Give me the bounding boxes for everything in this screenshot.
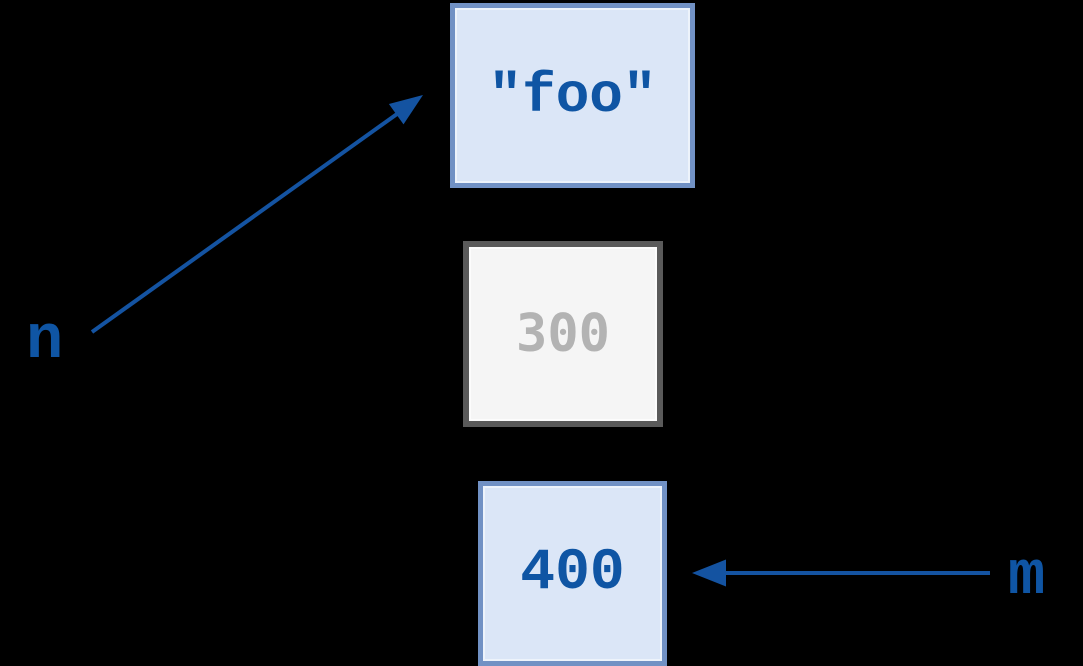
box-foo-value: "foo" xyxy=(488,63,657,128)
box-int-300: 300 xyxy=(463,241,663,427)
variable-label-m: m xyxy=(1008,541,1046,612)
box-int-400: 400 xyxy=(478,481,667,666)
arrow-n-line xyxy=(90,112,399,334)
box-string-foo: "foo" xyxy=(450,3,695,188)
arrow-m-to-400 xyxy=(692,559,990,587)
variable-label-n: n xyxy=(26,305,64,376)
arrow-m-head-icon xyxy=(692,559,726,587)
arrow-n-head-icon xyxy=(388,95,423,125)
box-300-value: 300 xyxy=(516,304,610,364)
arrow-n-to-foo xyxy=(90,95,423,334)
box-400-value: 400 xyxy=(520,541,625,606)
